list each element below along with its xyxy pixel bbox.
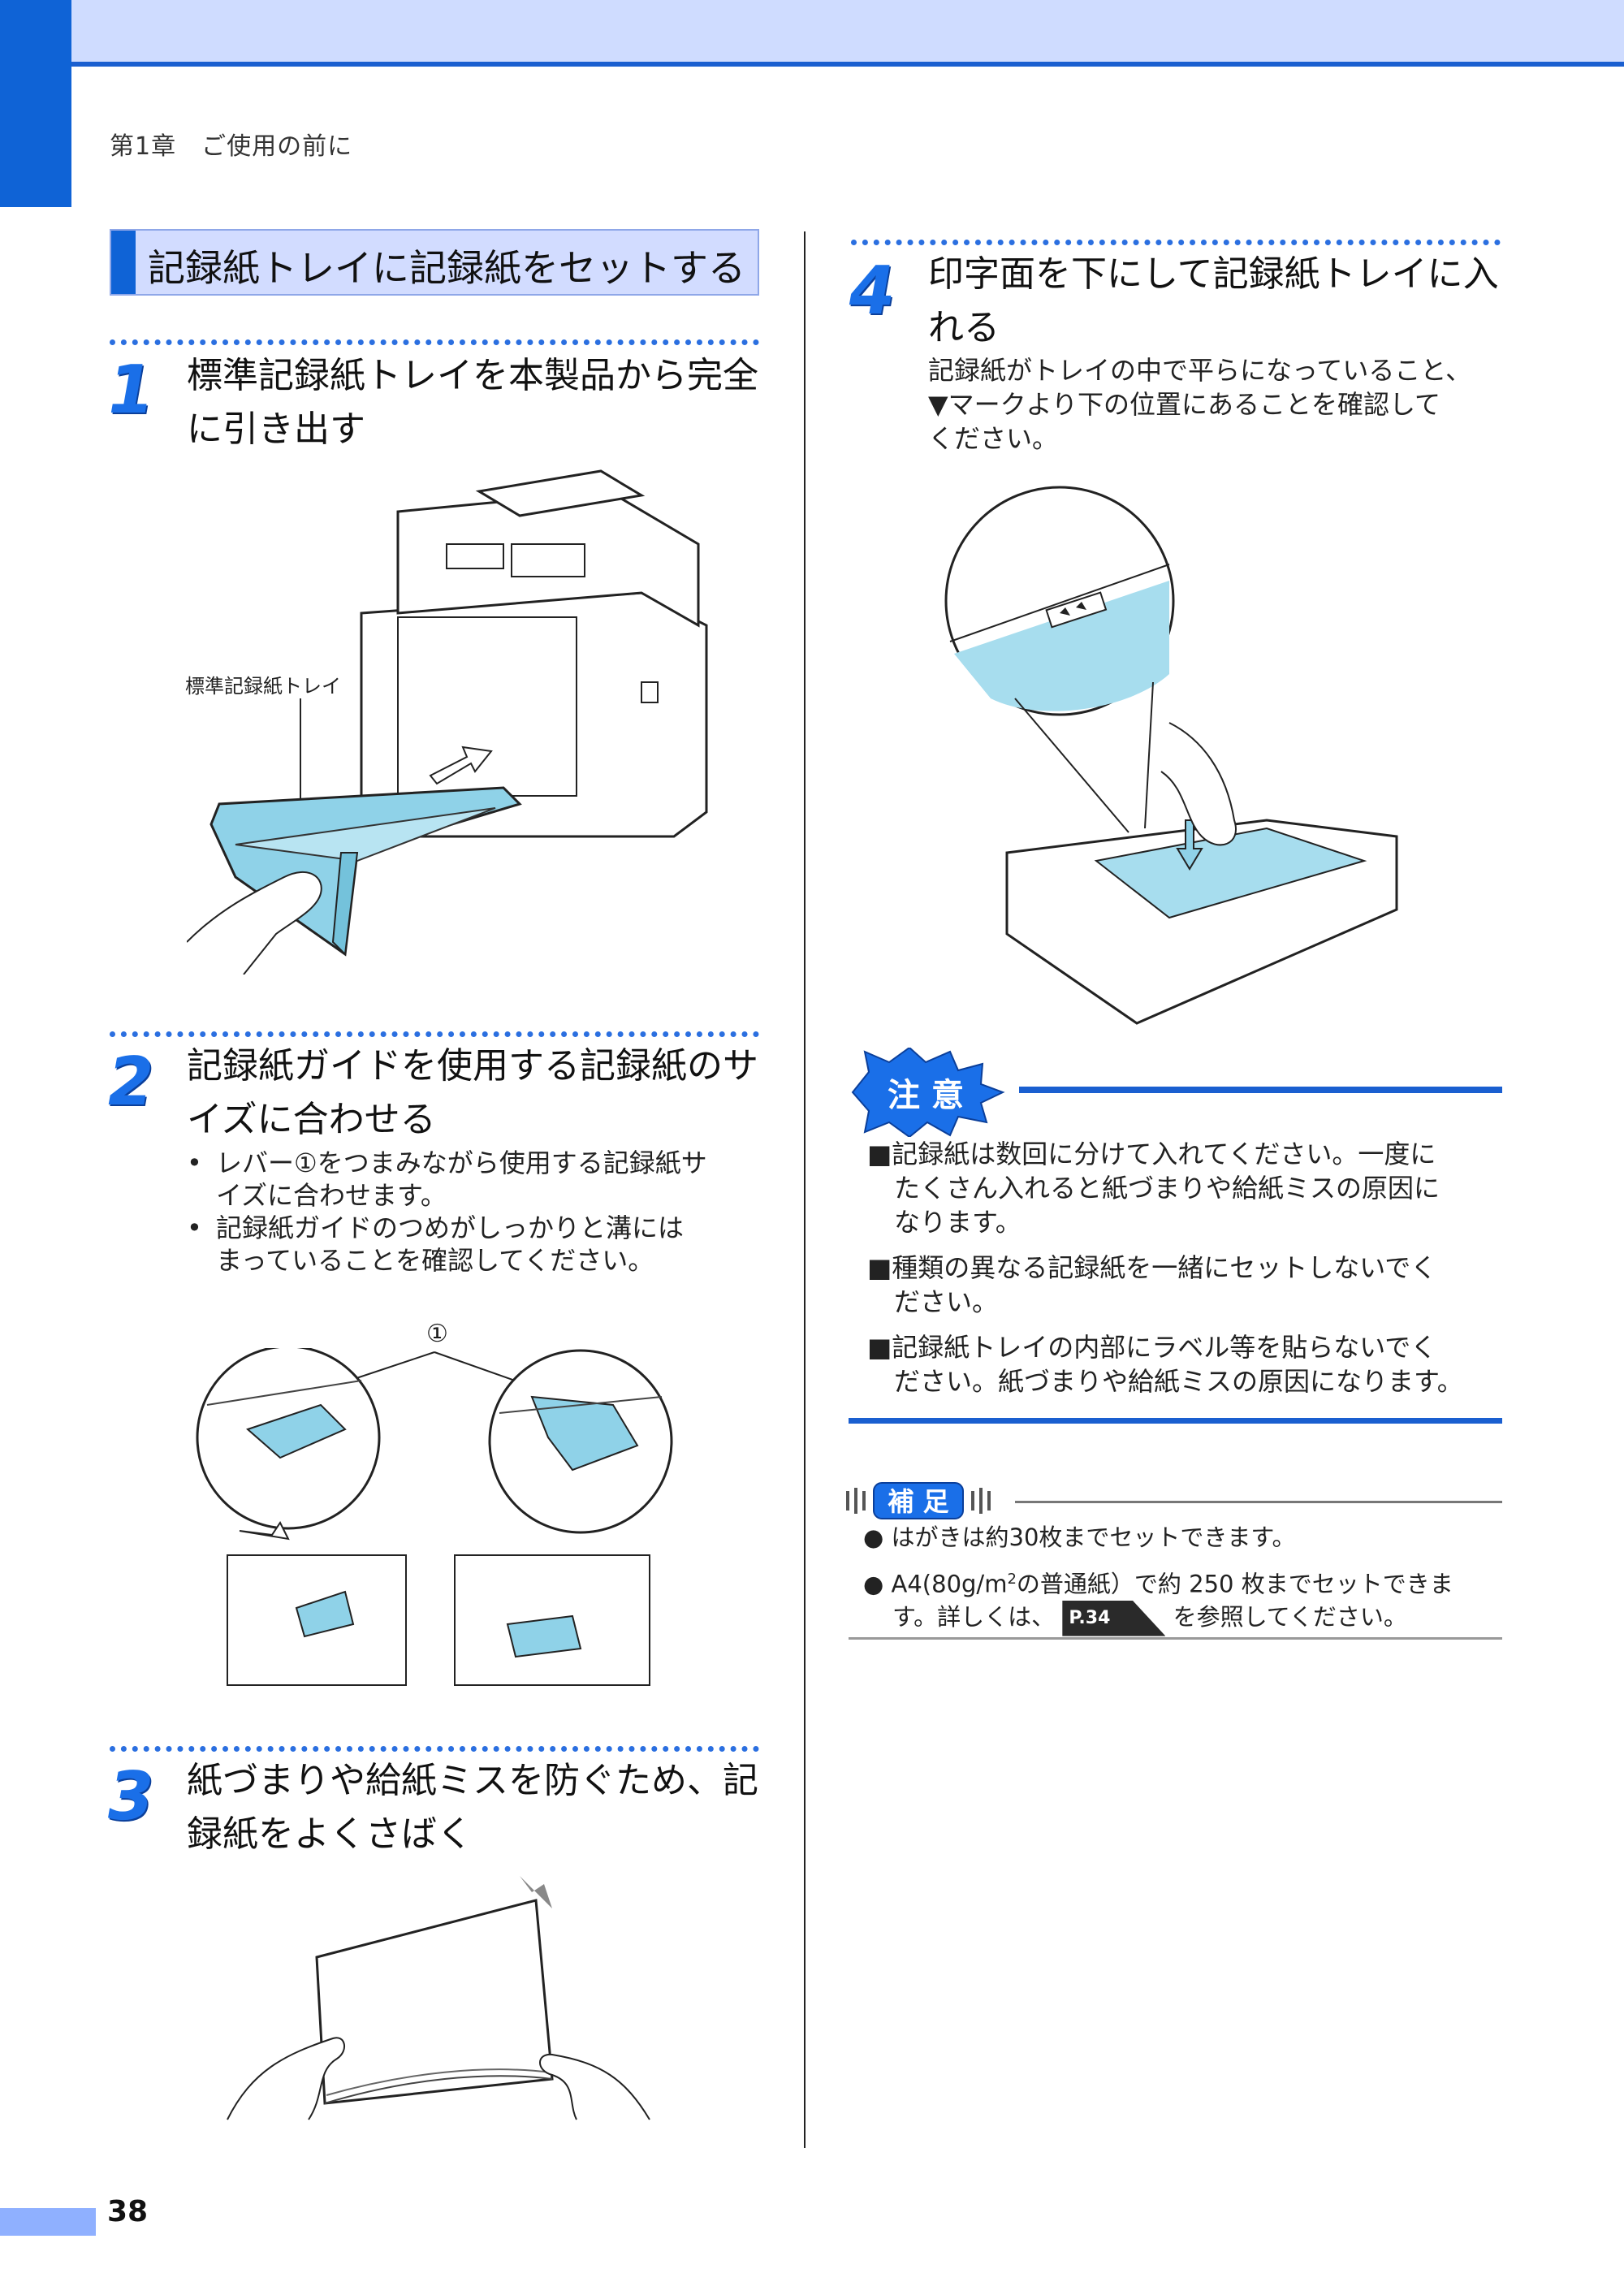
caution-badge: 注 意: [851, 1048, 1005, 1137]
step-separator: [851, 240, 1501, 245]
paper-guide-illustration: [196, 1348, 673, 1686]
callout-number: ①: [426, 1320, 448, 1348]
page-reference-link[interactable]: P.34: [1062, 1600, 1166, 1636]
caution-rule: [1019, 1087, 1502, 1093]
step-title-line: 標準記録紙トレイを本製品から完全: [187, 355, 758, 396]
step-title-line: れる: [928, 307, 1000, 348]
load-paper-illustration: [944, 486, 1398, 1025]
step-separator: [110, 1746, 759, 1752]
tray-label: 標準記録紙トレイ: [185, 675, 341, 698]
section-heading-bar: [111, 231, 136, 294]
step-separator: [110, 1031, 759, 1037]
bullet-item: • レバー①をつまみながら使用する記録紙サイズに合わせます。: [187, 1148, 707, 1211]
step-number: 4: [841, 253, 902, 330]
step-title-line: に引き出す: [187, 408, 365, 450]
step-title-line: 録紙をよくさばく: [187, 1813, 473, 1855]
step-number: 2: [100, 1044, 161, 1121]
column-divider: [804, 231, 806, 2148]
page-number: 38: [107, 2195, 149, 2228]
header-bar: [0, 0, 1624, 65]
note-item: ● はがきは約30枚までセットできます。: [863, 1524, 1296, 1551]
caution-item: ■記録紙トレイの内部にラベル等を貼らないでく ださい。紙づまりや給紙ミスの原因に…: [867, 1332, 1463, 1397]
step-title: 記録紙ガイドを使用する記録紙のサ イズに合わせる: [187, 1039, 758, 1147]
step-title-line: 印字面を下にして記録紙トレイに入: [928, 253, 1499, 295]
note-rule: [1015, 1501, 1502, 1503]
note-item: ● A4(80g/m2の普通紙）で約 250 枚までセットできま す。詳しくは、…: [863, 1563, 1453, 1636]
chapter-title: 第1章 ご使用の前に: [110, 132, 353, 161]
step-title: 紙づまりや給紙ミスを防ぐため、記 録紙をよくさばく: [187, 1754, 758, 1861]
step-title: 印字面を下にして記録紙トレイに入 れる: [928, 248, 1499, 355]
step-title-line: 記録紙ガイドを使用する記録紙のサ: [187, 1045, 758, 1087]
bullet-dot: •: [187, 1212, 202, 1243]
bullet-item: • 記録紙ガイドのつめがしっかりと溝にはまっていることを確認してください。: [187, 1212, 685, 1276]
note-bottom-rule: [849, 1637, 1502, 1640]
step-title-line: 紙づまりや給紙ミスを防ぐため、記: [187, 1760, 758, 1801]
step-number: 3: [100, 1758, 161, 1835]
note-label: 補 足: [888, 1486, 948, 1517]
caution-item: ■記録紙は数回に分けて入れてください。一度に たくさん入れると紙づまりや給紙ミス…: [867, 1139, 1440, 1238]
step-separator: [110, 339, 759, 345]
printer-illustration: [187, 469, 708, 975]
step-title: 標準記録紙トレイを本製品から完全 に引き出す: [187, 349, 758, 456]
caution-item: ■種類の異なる記録紙を一緒にセットしないでく ださい。: [867, 1252, 1437, 1317]
section-title: 記録紙トレイに記録紙をセットする: [148, 246, 745, 290]
page-number-bar: [0, 2208, 96, 2236]
step-bullets: • レバー①をつまみながら使用する記録紙サイズに合わせます。 • 記録紙ガイドの…: [187, 1147, 780, 1277]
step-title-line: イズに合わせる: [187, 1099, 436, 1140]
step-body: 記録紙がトレイの中で平らになっていること、 ▼マークより下の位置にあることを確認…: [928, 355, 1472, 454]
chapter-tab: [0, 0, 71, 207]
caution-label: 注 意: [888, 1077, 964, 1114]
step-number: 1: [100, 352, 161, 429]
note-badge: 補 足: [846, 1482, 991, 1519]
fan-paper-illustration: [227, 1876, 650, 2120]
caution-bottom-rule: [849, 1418, 1502, 1424]
bullet-dot: •: [187, 1148, 202, 1178]
header-rule: [0, 62, 1624, 67]
section-heading: 記録紙トレイに記録紙をセットする: [110, 229, 759, 296]
